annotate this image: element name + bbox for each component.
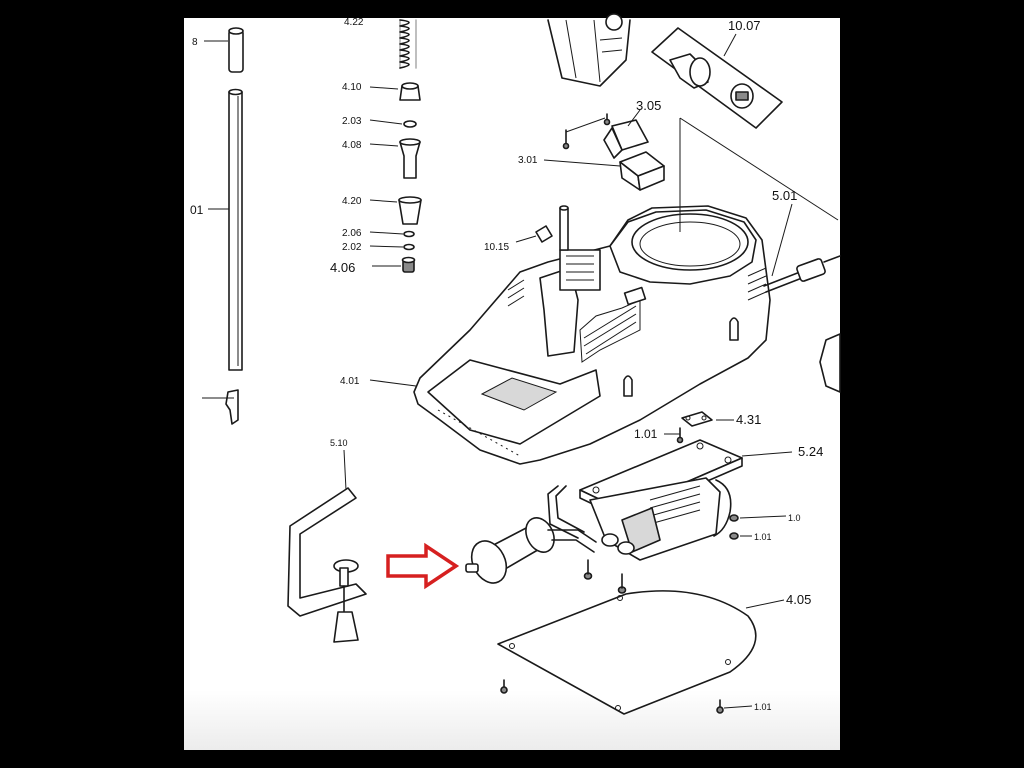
- power-cord-part: [763, 203, 841, 293]
- callout-1-01-bottom: 1.01: [754, 702, 772, 712]
- grommet-part: [399, 82, 421, 101]
- bracket-part: [681, 411, 734, 427]
- screw-part-bottom: [500, 679, 753, 714]
- callout-5-10: 5.10: [330, 438, 348, 448]
- callout-01: 01: [190, 203, 204, 217]
- callout-4-06: 4.06: [330, 260, 355, 275]
- callout-3-01: 3.01: [518, 155, 538, 166]
- callout-3-05: 3.05: [636, 98, 661, 113]
- small-knob-part: [515, 225, 553, 243]
- nozzle-part: [399, 138, 421, 179]
- cut-off-part-right: [819, 333, 841, 393]
- callout-4-20: 4.20: [342, 196, 362, 207]
- pump-cylinder-part: [465, 517, 597, 584]
- screw-part-right: [729, 514, 787, 540]
- small-ring-part-a: [403, 230, 415, 238]
- detail-box-10-07: [651, 27, 783, 129]
- callout-1-0: 1.0: [788, 513, 801, 523]
- callout-5-24: 5.24: [798, 444, 823, 459]
- callout-2-06: 2.06: [342, 228, 362, 239]
- cap-part: [398, 196, 422, 225]
- c-clamp-part: [287, 449, 367, 643]
- callout-10-07: 10.07: [728, 18, 761, 33]
- callout-4-01: 4.01: [340, 376, 360, 387]
- callout-8: 8: [192, 37, 198, 48]
- callout-4-05: 4.05: [786, 592, 811, 607]
- short-pin-part: [228, 27, 244, 73]
- callout-4-22: 4.22: [344, 17, 364, 28]
- top-housing-part: [547, 13, 631, 87]
- switch-cover-part: [603, 119, 649, 159]
- hollow-right-arrow-icon: [386, 542, 460, 590]
- spring-part: [399, 19, 417, 69]
- callout-2-02: 2.02: [342, 242, 362, 253]
- o-ring-part: [403, 120, 417, 128]
- callout-10-15: 10.15: [484, 242, 509, 253]
- small-ring-part-b: [403, 243, 415, 251]
- callout-1-01-mid: 1.01: [754, 532, 772, 542]
- switch-part: [619, 151, 665, 191]
- callout-5-01: 5.01: [772, 188, 797, 203]
- callout-1-01-top: 1.01: [634, 427, 658, 441]
- sheet-bottom-fade: [184, 690, 840, 750]
- callout-2-03: 2.03: [342, 116, 362, 127]
- callout-4-31: 4.31: [736, 412, 761, 427]
- body-switch-block-part: [559, 205, 601, 291]
- screw-part-base: [583, 559, 627, 594]
- callout-4-08: 4.08: [342, 140, 362, 151]
- screw-part-mid: [664, 427, 684, 444]
- long-rod-part: [228, 88, 243, 371]
- motor-assembly-part: [547, 439, 793, 561]
- main-body-part: [413, 205, 771, 465]
- valve-part: [401, 256, 416, 273]
- diagram-sheet: [184, 18, 840, 750]
- rod-clip-part: [202, 389, 239, 425]
- screw-part-top: [562, 113, 611, 150]
- base-plate-part: [497, 590, 785, 715]
- callout-4-10: 4.10: [342, 82, 362, 93]
